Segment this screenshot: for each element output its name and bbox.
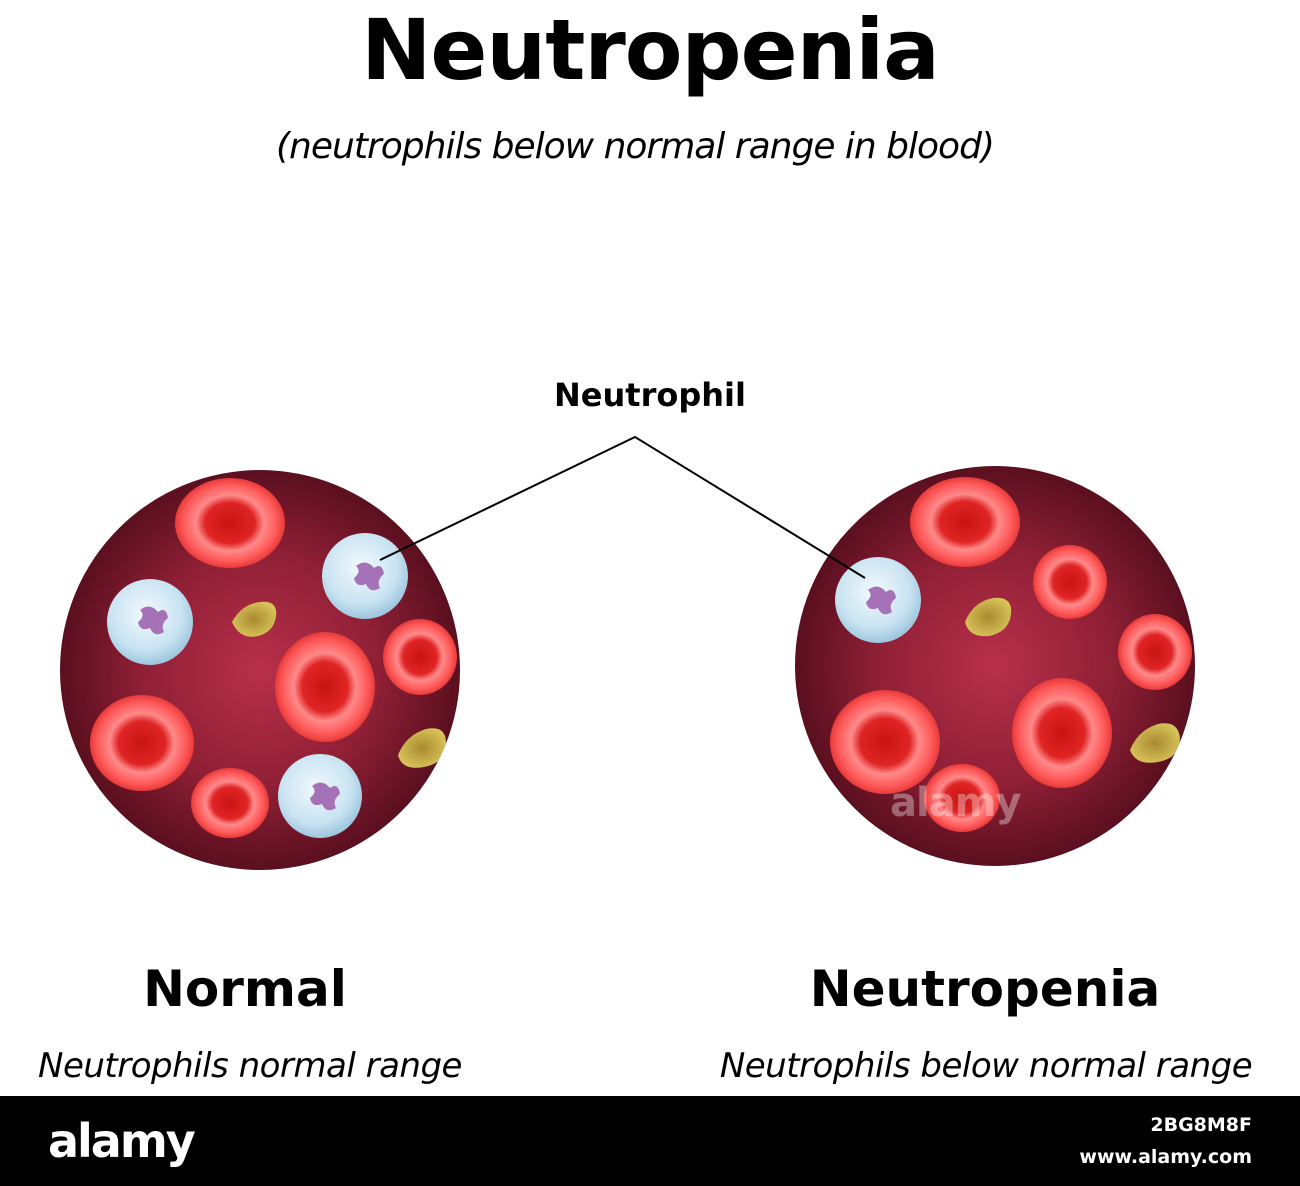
platelet — [398, 728, 446, 768]
alamy-logo: alamy — [48, 1114, 196, 1168]
footer-url: www.alamy.com — [1079, 1146, 1252, 1168]
platelet — [1130, 723, 1180, 763]
normal-caption-subtitle: Neutrophils normal range — [38, 1046, 462, 1086]
neutrophil-cell — [107, 579, 193, 665]
red-blood-cell — [1118, 614, 1192, 690]
red-blood-cell — [924, 764, 1000, 832]
red-blood-cell — [383, 619, 457, 695]
neutropenia-blood-sample — [795, 466, 1195, 866]
platelet — [965, 597, 1012, 637]
red-blood-cell — [191, 768, 269, 838]
neutrophil-callout-label: Neutrophil — [554, 376, 746, 414]
platelet — [232, 601, 277, 637]
red-blood-cell — [90, 695, 194, 791]
neutrophil-cell — [835, 557, 921, 643]
blood-smear-diagram — [60, 435, 1195, 870]
red-blood-cell — [830, 690, 940, 794]
neutrophil-cell — [322, 533, 408, 619]
red-blood-cell — [910, 477, 1020, 567]
red-blood-cell — [1033, 545, 1107, 619]
neutropenia-caption-title: Neutropenia — [809, 960, 1161, 1018]
normal-blood-sample — [60, 470, 460, 870]
image-id: 2BG8M8F — [1150, 1114, 1252, 1136]
diagram-title: Neutropenia — [361, 1, 940, 99]
diagram-subtitle: (neutrophils below normal range in blood… — [276, 126, 995, 167]
red-blood-cell — [175, 478, 285, 568]
red-blood-cell — [1012, 678, 1112, 788]
stock-footer-bar: alamy 2BG8M8F www.alamy.com — [0, 1096, 1300, 1186]
normal-caption-title: Normal — [143, 960, 347, 1018]
red-blood-cell — [275, 632, 375, 742]
neutrophil-cell — [278, 754, 362, 838]
callout-leader-line — [379, 435, 866, 579]
neutropenia-caption-subtitle: Neutrophils below normal range — [719, 1046, 1253, 1086]
watermark: alamy — [890, 780, 1021, 826]
